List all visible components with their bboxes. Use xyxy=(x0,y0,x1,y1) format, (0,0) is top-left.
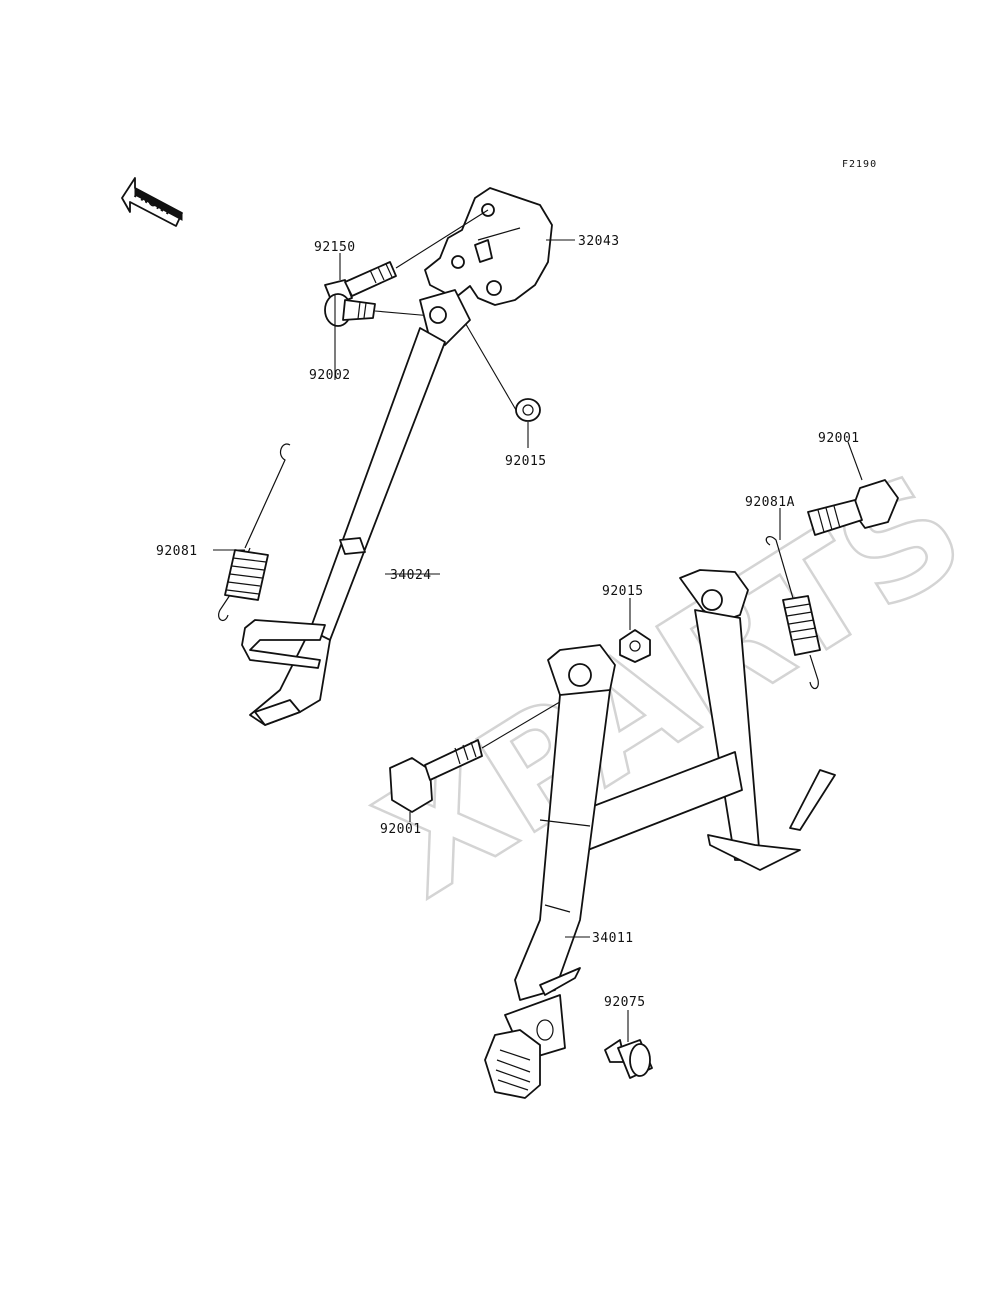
label-34024: 34024 xyxy=(390,568,432,583)
label-92002: 92002 xyxy=(309,368,351,383)
label-92081: 92081 xyxy=(156,544,198,559)
watermark-text: XPARTS xyxy=(352,440,993,930)
bolt-92001-right xyxy=(807,479,899,536)
pin-92002 xyxy=(324,293,376,327)
side-stand-34024 xyxy=(241,289,471,726)
collar-92075 xyxy=(604,1039,653,1079)
figure-code: F2190 xyxy=(842,159,877,170)
label-92015-lower: 92015 xyxy=(602,584,644,599)
label-92081A: 92081A xyxy=(745,495,795,510)
label-92075: 92075 xyxy=(604,995,646,1010)
label-34011: 34011 xyxy=(592,931,634,946)
label-92015-upper: 92015 xyxy=(505,454,547,469)
label-32043: 32043 xyxy=(578,234,620,249)
spring-92081 xyxy=(218,443,291,622)
front-arrow-icon: FRONT xyxy=(121,177,183,227)
spring-92081A xyxy=(765,536,821,690)
bracket-32043 xyxy=(424,187,553,306)
label-92001-left: 92001 xyxy=(380,822,422,837)
bolt-92001-left xyxy=(389,739,483,813)
nut-92015-upper xyxy=(515,398,541,422)
label-92001-right: 92001 xyxy=(818,431,860,446)
nut-92015-lower xyxy=(619,629,651,663)
label-92150: 92150 xyxy=(314,240,356,255)
main-stand-34011 xyxy=(484,569,836,1099)
